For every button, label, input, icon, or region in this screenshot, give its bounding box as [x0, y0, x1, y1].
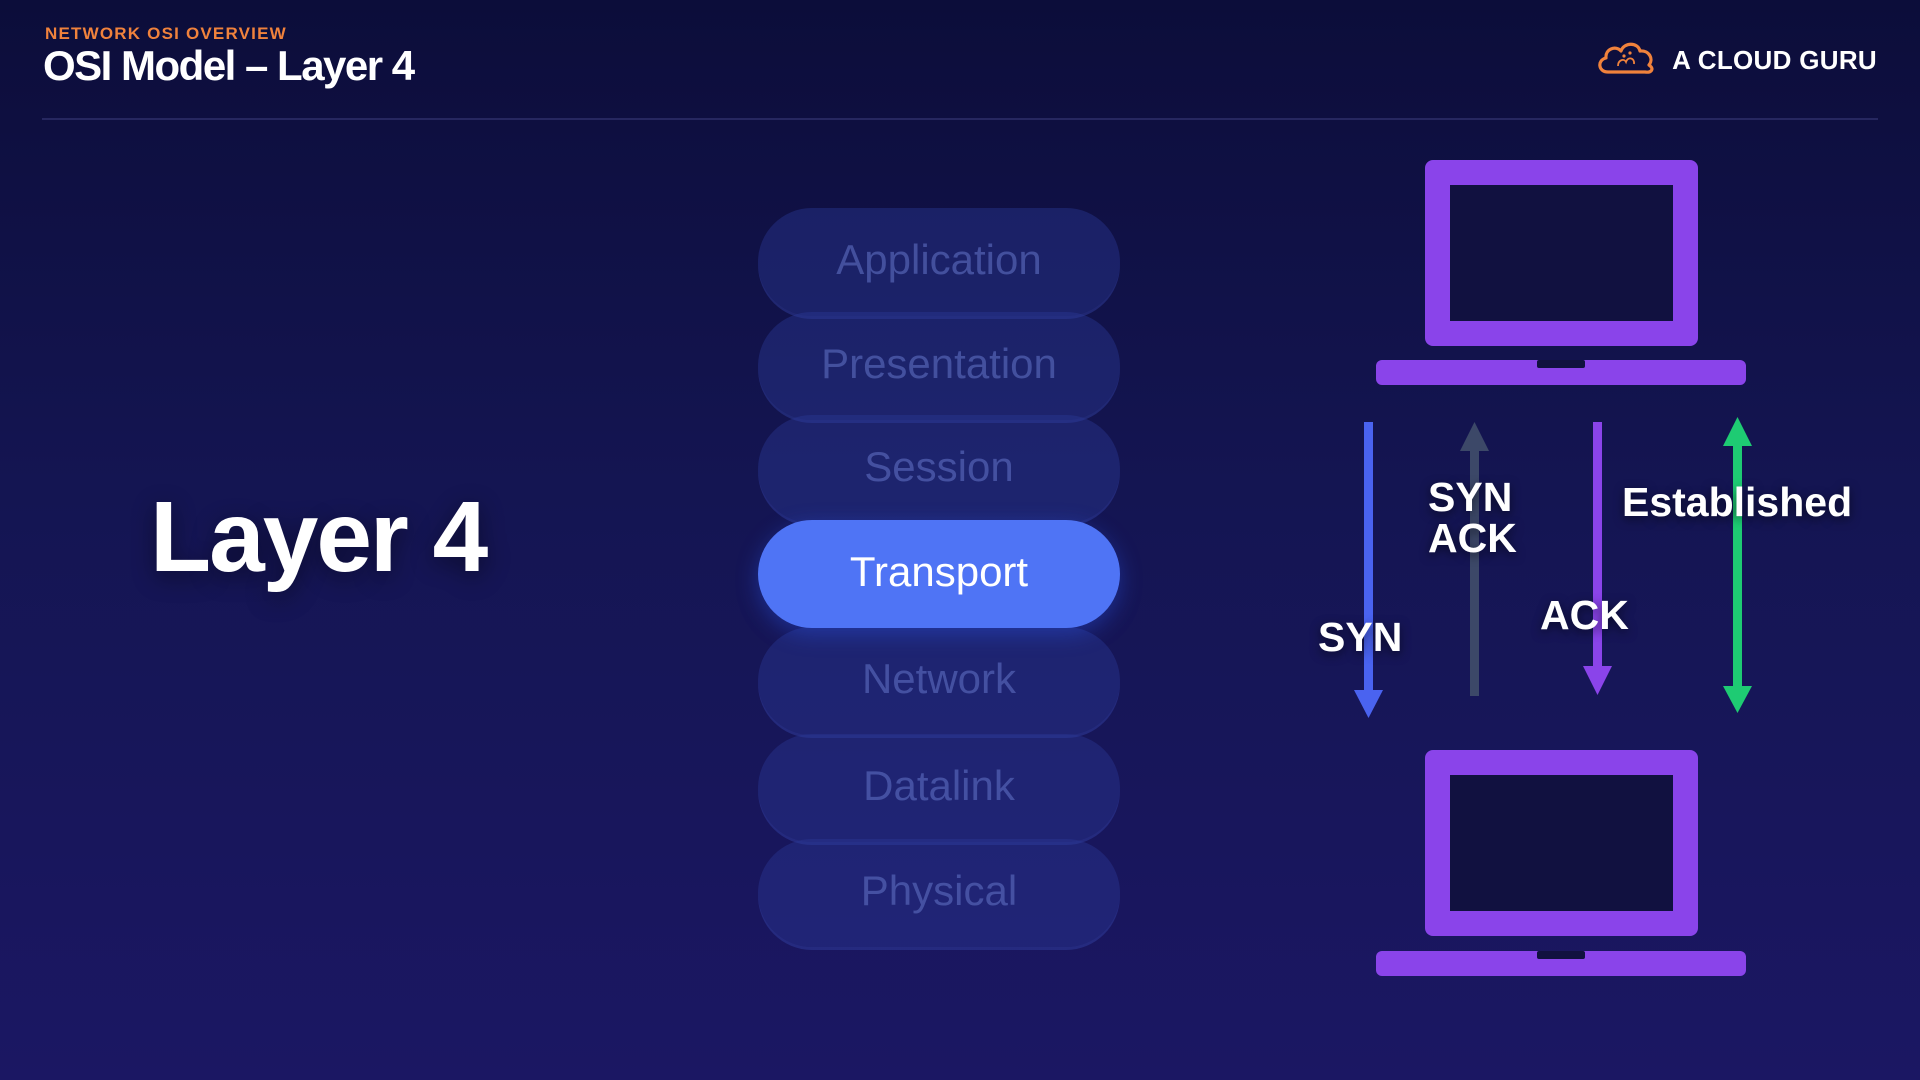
osi-layer-physical: Physical	[758, 839, 1120, 947]
laptop-icon	[1376, 160, 1746, 385]
syn-label: SYN	[1318, 614, 1403, 660]
syn-ack-arrow	[1460, 422, 1489, 696]
syn-ack-label-line2: ACK	[1428, 515, 1517, 561]
established-label: Established	[1622, 479, 1853, 525]
osi-layer-presentation: Presentation	[758, 312, 1120, 420]
brand: A CLOUD GURU	[1594, 38, 1877, 83]
osi-layer-session: Session	[758, 415, 1120, 523]
osi-layer-datalink: Datalink	[758, 734, 1120, 842]
ack-label: ACK	[1540, 592, 1629, 638]
laptop-icon	[1376, 750, 1746, 976]
slide-title: OSI Model – Layer 4	[43, 42, 415, 89]
osi-layer-stack: Application Presentation Session Network…	[758, 208, 1120, 948]
syn-arrow	[1354, 422, 1383, 718]
syn-ack-label-line1: SYN	[1428, 474, 1513, 520]
header-divider	[42, 118, 1878, 120]
established-arrow	[1723, 417, 1752, 713]
ack-arrow	[1583, 422, 1612, 695]
section-eyebrow: NETWORK OSI OVERVIEW	[45, 24, 287, 43]
cloud-logo-icon	[1594, 38, 1658, 83]
osi-layer-network: Network	[758, 627, 1120, 735]
layer-number-heading: Layer 4	[150, 481, 488, 593]
osi-layer-application: Application	[758, 208, 1120, 316]
osi-layer-transport-active: Transport	[758, 520, 1120, 628]
brand-name: A CLOUD GURU	[1672, 45, 1877, 75]
